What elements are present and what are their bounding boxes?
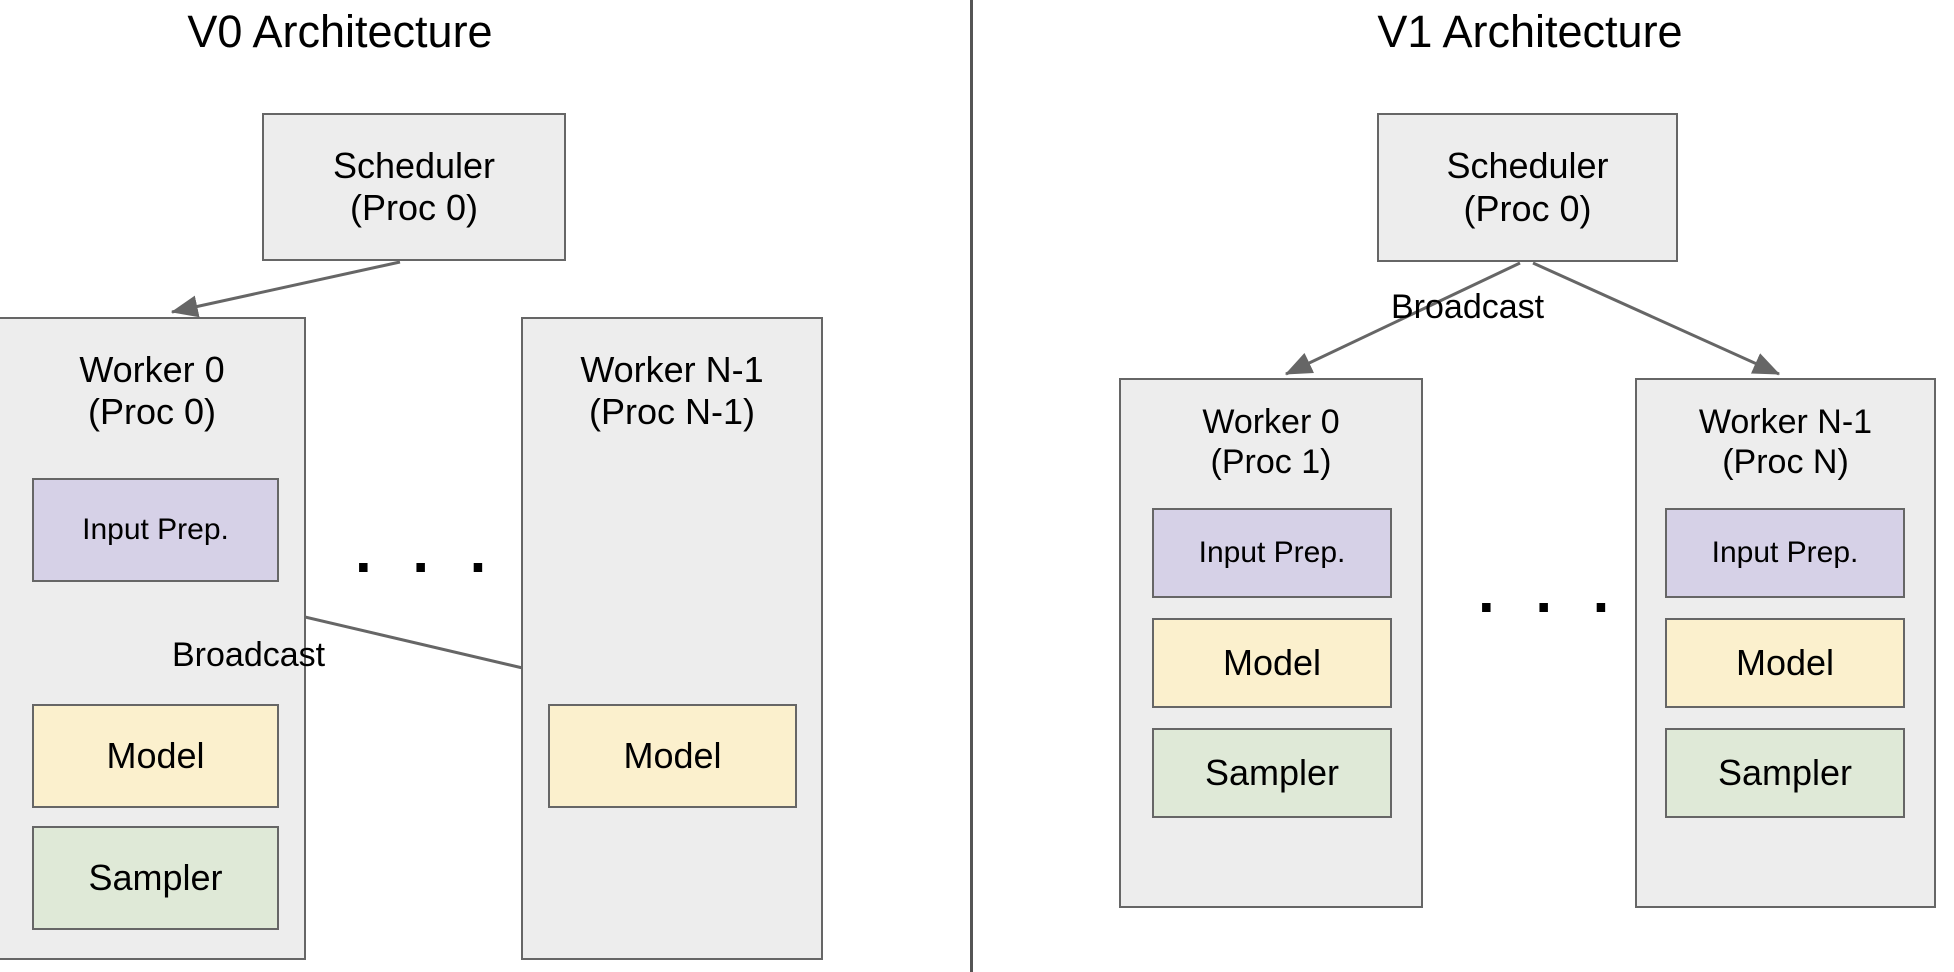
v1-broadcast-label: Broadcast	[1391, 288, 1545, 326]
v0-worker0-title: Worker 0	[79, 348, 225, 390]
v0-worker0-label: Worker 0 (Proc 0)	[0, 336, 304, 446]
v1-ellipsis: . . .	[1478, 558, 1622, 625]
v0-worker0-sampler-label: Sampler	[88, 856, 223, 898]
v0-worker-n-proc: (Proc N-1)	[588, 391, 755, 432]
v0-worker-n-box[interactable]	[521, 317, 823, 960]
arrow-v1-scheduler-to-workern	[1532, 261, 1781, 376]
v0-worker-n-title: Worker N-1	[580, 348, 764, 390]
v1-worker-n-model-box[interactable]: Model	[1665, 618, 1905, 708]
v1-worker-n-sampler-box[interactable]: Sampler	[1665, 728, 1905, 818]
v1-worker0-model-box[interactable]: Model	[1152, 618, 1392, 708]
v1-worker-n-input-prep-label: Input Prep.	[1711, 536, 1859, 570]
v1-scheduler-box[interactable]: Scheduler(Proc 0)	[1377, 113, 1678, 262]
v1-worker0-input-prep-box[interactable]: Input Prep.	[1152, 508, 1392, 598]
v0-scheduler-label: Scheduler(Proc 0)	[332, 144, 496, 228]
v1-worker-n-input-prep-box[interactable]: Input Prep.	[1665, 508, 1905, 598]
v1-worker0-proc: (Proc 1)	[1210, 443, 1332, 481]
v1-worker-n-label: Worker N-1 (Proc N)	[1635, 392, 1936, 492]
v0-worker-n-label: Worker N-1 (Proc N-1)	[521, 336, 823, 446]
v0-scheduler-box[interactable]: Scheduler(Proc 0)	[262, 113, 566, 261]
v1-worker-n-model-label: Model	[1735, 641, 1835, 683]
v1-worker0-label: Worker 0 (Proc 1)	[1119, 392, 1423, 492]
v1-worker0-model-label: Model	[1222, 641, 1322, 683]
arrow-v0-scheduler-to-worker0	[170, 260, 401, 318]
v0-broadcast-label: Broadcast	[172, 636, 326, 674]
v0-worker0-model-label: Model	[106, 734, 205, 776]
v1-scheduler-label: Scheduler(Proc 0)	[1446, 145, 1609, 229]
v0-worker0-input-prep-label: Input Prep.	[82, 513, 229, 547]
v0-worker0-sampler-box[interactable]: Sampler	[32, 826, 279, 930]
v0-worker0-model-box[interactable]: Model	[32, 704, 279, 808]
v0-worker-n-model-label: Model	[623, 734, 722, 776]
v1-worker0-input-prep-label: Input Prep.	[1198, 536, 1346, 570]
v0-worker0-input-prep-box[interactable]: Input Prep.	[32, 478, 279, 582]
v0-panel-title: V0 Architecture	[187, 6, 493, 57]
v1-worker-n-title: Worker N-1	[1698, 402, 1873, 441]
v1-worker-n-sampler-label: Sampler	[1717, 751, 1853, 793]
v0-worker0-proc: (Proc 0)	[87, 391, 217, 432]
v1-worker0-sampler-label: Sampler	[1204, 751, 1340, 793]
v1-worker0-sampler-box[interactable]: Sampler	[1152, 728, 1392, 818]
v1-worker0-title: Worker 0	[1202, 402, 1340, 441]
v0-worker-n-model-box[interactable]: Model	[548, 704, 797, 808]
v1-worker-n-proc: (Proc N)	[1722, 443, 1849, 481]
v1-panel-title: V1 Architecture	[1377, 6, 1683, 57]
v0-ellipsis: . . .	[355, 518, 499, 585]
vertical-divider	[970, 0, 973, 972]
